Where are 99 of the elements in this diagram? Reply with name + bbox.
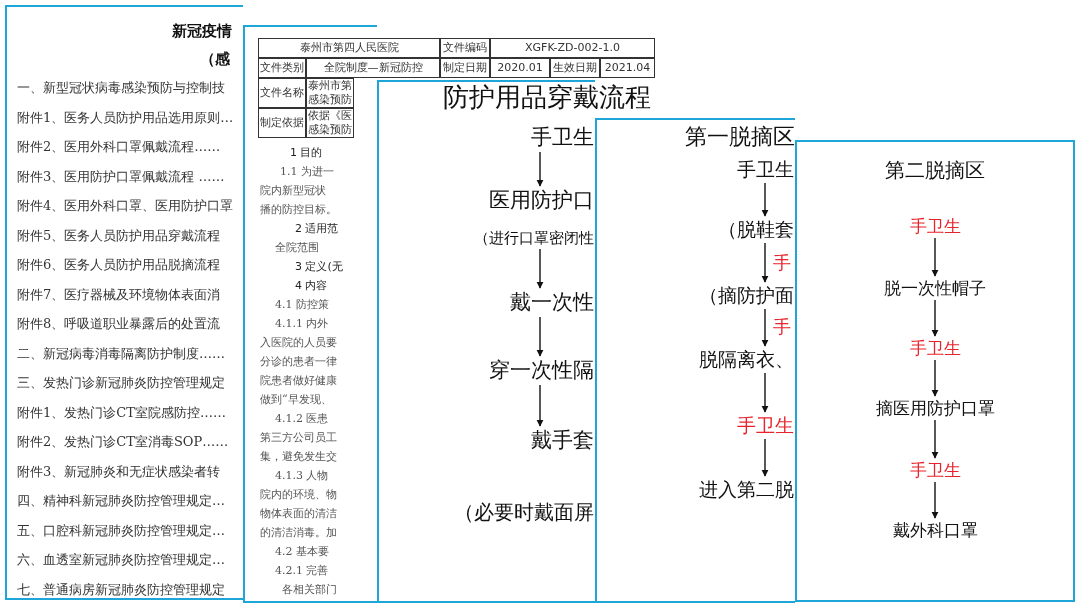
step-text: 脱一次性帽子 <box>884 278 986 299</box>
arrow <box>931 419 939 459</box>
contents-entry: 五、口腔科新冠肺炎防控管理规定… <box>17 522 225 539</box>
contents-entry: 附件1、发热门诊CT室院感防控…… <box>17 404 226 421</box>
body-text: 分诊的患者一律 <box>260 355 337 369</box>
arrow <box>761 372 769 413</box>
arrow <box>931 237 939 277</box>
page-subheading: （感 <box>200 50 230 68</box>
arrow <box>761 438 769 477</box>
step-text: 医用防护口 <box>488 188 594 214</box>
step-text: （摘防护面 <box>699 284 794 307</box>
body-text: 入医院的人员要 <box>260 336 337 350</box>
body-text: 4.1.3 人物 <box>275 469 329 483</box>
contents-entry: 附件3、医用防护口罩佩戴流程 …… <box>17 168 225 185</box>
step-text: 戴外科口罩 <box>892 520 978 541</box>
table-cell: 制定日期 <box>440 58 490 78</box>
step-text: 手卫生 <box>909 216 961 237</box>
contents-entry: 七、普通病房新冠肺炎防控管理规定 <box>17 581 225 598</box>
table-cell: 全院制度—新冠防控 <box>306 58 440 78</box>
step-note: （进行口罩密闭性 <box>474 229 594 248</box>
step-text: 手 <box>773 316 791 338</box>
body-text: 4.1 防控策 <box>275 298 329 312</box>
document-page <box>595 118 795 603</box>
body-text: 4.1.1 内外 <box>275 317 329 331</box>
contents-entry: 附件5、医务人员防护用品穿戴流程 <box>17 227 221 244</box>
arrow <box>536 248 544 289</box>
arrow <box>536 151 544 187</box>
table-cell: 泰州市第感染预防 <box>306 78 354 108</box>
table-cell: XGFK-ZD-002-1.0 <box>490 38 655 58</box>
table-cell: 文件类别 <box>258 58 306 78</box>
body-text: 播的防控目标。 <box>260 203 337 217</box>
table-cell: 依据《医感染预防 <box>306 108 354 138</box>
step-text: 手卫生 <box>909 338 961 359</box>
arrow <box>931 299 939 337</box>
step-text: 穿一次性隔 <box>489 358 594 384</box>
contents-entry: 附件6、医务人员防护用品脱摘流程 <box>17 257 221 273</box>
step-text: 手卫生 <box>737 414 794 437</box>
section-heading: 4 内容 <box>295 279 328 293</box>
contents-entry: 附件8、呼吸道职业暴露后的处置流 <box>17 316 221 332</box>
step-text: 摘医用防护口罩 <box>875 398 995 419</box>
body-text: 各相关部门 <box>282 583 337 597</box>
contents-entry: 附件7、医疗器械及环境物体表面消 <box>17 286 221 303</box>
step-text: （脱鞋套 <box>718 218 794 241</box>
document-page <box>243 25 377 603</box>
step-text: 戴手套 <box>531 428 594 454</box>
contents-entry: 四、精神科新冠肺炎防控管理规定… <box>17 493 225 509</box>
body-text: 的清洁消毒。加 <box>260 526 337 540</box>
body-text: 4.2.1 完善 <box>275 564 329 578</box>
body-text: 4.1.2 医患 <box>275 412 329 426</box>
contents-entry: 附件2、发热门诊CT室消毒SOP…… <box>17 434 229 450</box>
contents-entry: 附件1、医务人员防护用品选用原则… <box>17 109 234 126</box>
contents-entry: 一、新型冠状病毒感染预防与控制技 <box>17 80 225 96</box>
step-text: 戴一次性 <box>510 290 594 316</box>
step-text: 进入第二脱 <box>699 478 794 501</box>
page-heading: 防护用品穿戴流程 <box>443 82 651 114</box>
table-cell: 2021.04 <box>600 58 655 78</box>
document-page <box>795 140 1075 602</box>
arrow <box>931 481 939 519</box>
body-text: 做到“早发现、 <box>260 393 332 407</box>
note-text: （必要时戴面屏 <box>454 500 594 524</box>
body-text: 全院范围 <box>275 241 319 255</box>
body-text: 物体表面的清洁 <box>260 507 337 521</box>
section-heading: 3 定义(无 <box>295 260 343 274</box>
body-text: 院患者做好健康 <box>260 374 337 388</box>
body-text: 1.1 为进一 <box>280 165 334 179</box>
contents-entry: 二、新冠病毒消毒隔离防护制度…… <box>17 345 225 362</box>
arrow <box>761 242 769 283</box>
page-heading: 第二脱摘区 <box>885 158 985 182</box>
page-heading: 第一脱摘区 <box>685 124 795 151</box>
step-text: 手卫生 <box>531 125 594 151</box>
body-text: 集，避免发生交 <box>260 450 337 464</box>
arrow <box>761 182 769 217</box>
section-heading: 2 适用范 <box>295 222 339 236</box>
table-cell: 制定依据 <box>258 108 306 138</box>
table-cell: 泰州市第四人民医院 <box>258 38 440 58</box>
step-text: 手卫生 <box>737 158 794 181</box>
section-heading: 1 目的 <box>290 146 323 160</box>
contents-entry: 附件3、新冠肺炎和无症状感染者转 <box>17 463 221 480</box>
body-text: 院内新型冠状 <box>260 184 326 198</box>
step-text: 手 <box>773 252 791 274</box>
arrow <box>536 316 544 357</box>
body-text: 4.2 基本要 <box>275 545 329 559</box>
contents-entry: 附件2、医用外科口罩佩戴流程…… <box>17 139 221 155</box>
document-page <box>5 5 243 600</box>
page-heading: 新冠疫情 <box>172 22 232 40</box>
body-text: 院内的环境、物 <box>260 488 337 502</box>
body-text: 第三方公司员工 <box>260 431 337 445</box>
table-cell: 文件编码 <box>440 38 490 58</box>
contents-entry: 六、血透室新冠肺炎防控管理规定… <box>17 552 225 568</box>
arrow <box>931 359 939 397</box>
arrow <box>536 384 544 427</box>
arrow <box>761 308 769 347</box>
step-text: 手卫生 <box>909 460 961 481</box>
table-cell: 2020.01 <box>490 58 550 78</box>
contents-entry: 三、发热门诊新冠肺炎防控管理规定 <box>17 375 225 391</box>
step-text: 脱隔离衣、 <box>699 348 794 371</box>
contents-entry: 附件4、医用外科口罩、医用防护口罩 <box>17 198 234 214</box>
table-cell: 生效日期 <box>550 58 600 78</box>
table-cell: 文件名称 <box>258 78 306 108</box>
